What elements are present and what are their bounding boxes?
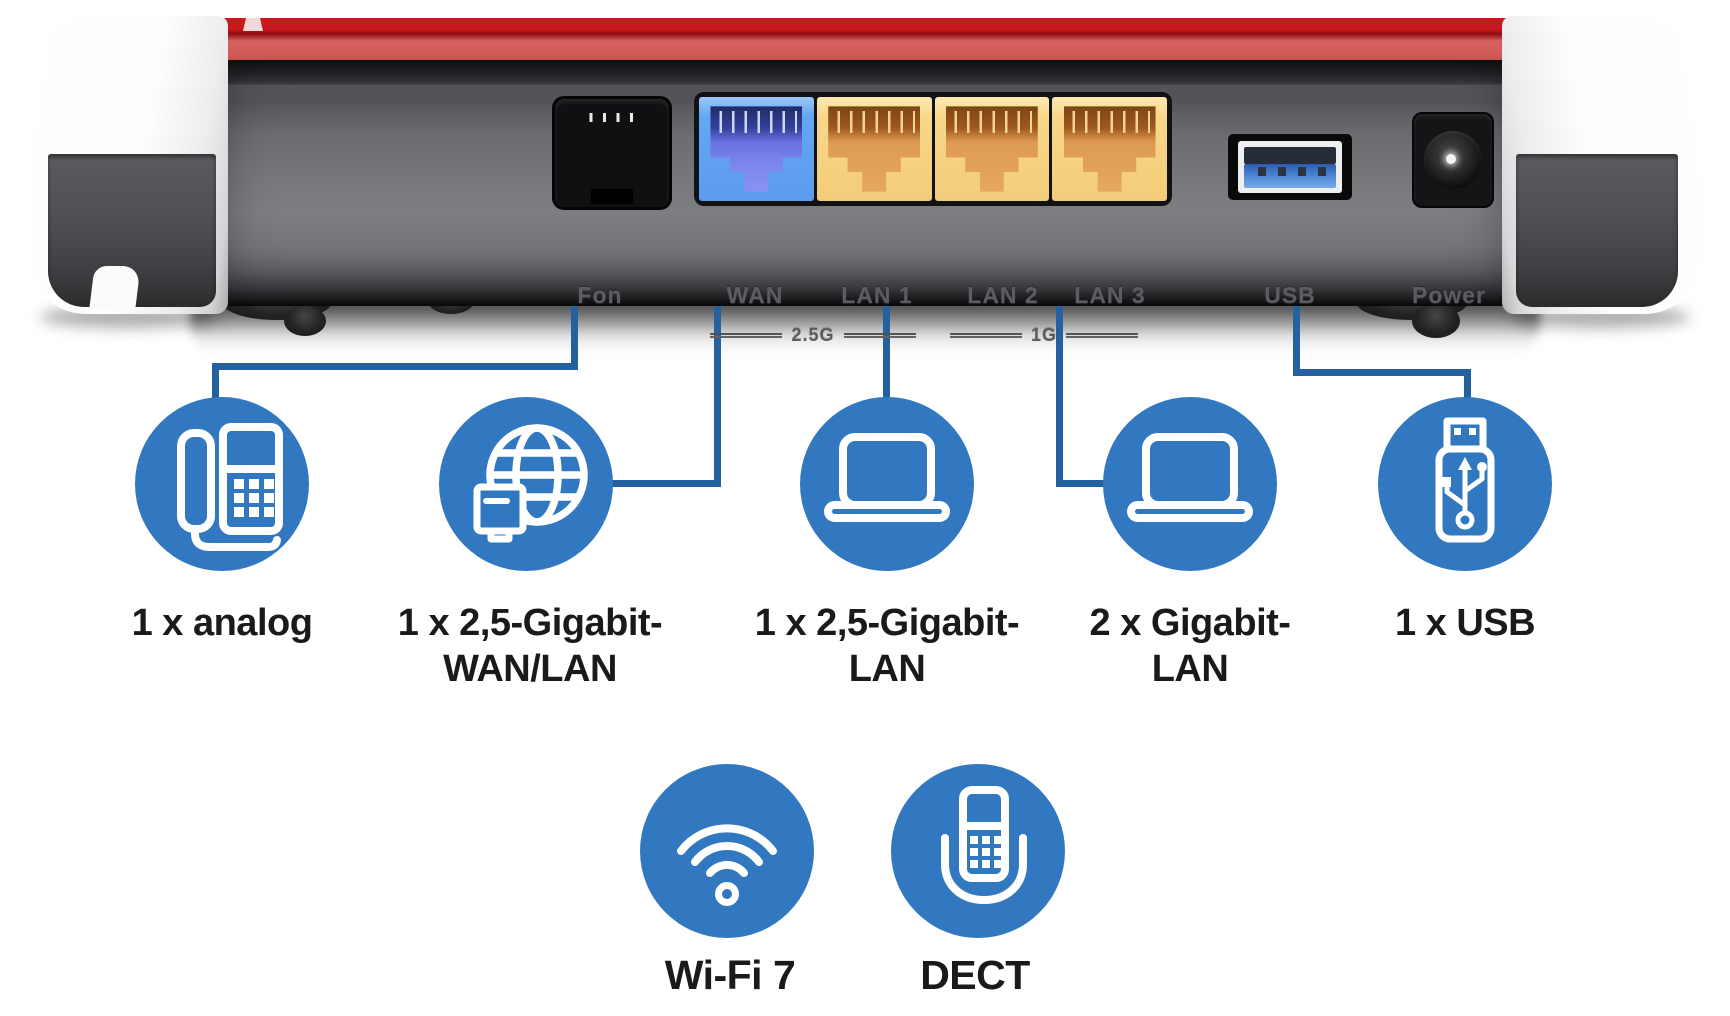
wan-lan-port-strip — [694, 92, 1172, 206]
speed-mark-dash — [950, 333, 1022, 338]
connector-line-lan23 — [1056, 294, 1063, 487]
wifi-callout — [640, 764, 814, 938]
power-port — [1412, 112, 1494, 208]
callout-label-usb: 1 x USB — [1394, 602, 1536, 644]
lan-laptop-callout — [800, 397, 974, 571]
callout-label-25g-lan: 1 x 2,5-Gigabit- LAN — [754, 602, 1020, 690]
lan3-port — [1052, 97, 1167, 201]
lan1-port — [816, 97, 932, 201]
laptop-icon — [824, 433, 950, 522]
connector-line-lan23 — [1056, 480, 1112, 487]
wan-internet-callout — [439, 397, 613, 571]
router-left-cap-notch — [89, 266, 141, 308]
connector-line-usb — [1293, 369, 1471, 376]
callout-label-gigabit-lan: 2 x Gigabit- LAN — [1089, 602, 1291, 690]
router-foot — [284, 306, 326, 336]
usb-port-label: USB — [1264, 282, 1316, 308]
speed-mark-dash — [843, 333, 916, 338]
lan2-port-label: LAN 2 — [967, 282, 1039, 308]
dect-handset-icon — [941, 786, 1027, 904]
speed-mark-2-5g: 2.5G — [710, 325, 916, 346]
connector-line-wan — [714, 294, 721, 487]
power-port-label: Power — [1411, 282, 1487, 308]
fon-port-pins — [589, 113, 635, 122]
dect-callout — [891, 764, 1065, 938]
callout-label-wifi: Wi-Fi 7 — [664, 952, 796, 998]
router-red-seam — [243, 18, 263, 31]
speed-mark-dash — [1066, 333, 1139, 338]
router-right-cap-inset — [1516, 154, 1678, 307]
laptop-icon — [1127, 433, 1253, 522]
callout-label-dect: DECT — [920, 952, 1030, 998]
speed-mark-dash — [710, 333, 783, 338]
fon-port — [552, 96, 672, 210]
lan2-port — [934, 97, 1050, 201]
speed-mark-1g: 1G — [950, 325, 1139, 346]
callout-label-wan: 1 x 2,5-Gigabit- WAN/LAN — [397, 602, 663, 690]
lan3-port-label: LAN 3 — [1074, 282, 1146, 308]
connector-line-wan — [608, 480, 721, 487]
analog-phone-callout — [135, 397, 309, 571]
lan1-port-label: LAN 1 — [841, 282, 913, 308]
usb-stick-callout — [1378, 397, 1552, 571]
connector-line-usb — [1464, 369, 1471, 403]
wifi-icon — [677, 824, 777, 906]
connector-line-fon — [212, 363, 219, 401]
router-rear-body: Fon WAN LAN 1 LAN 2 LAN 3 USB Power 2.5G… — [202, 60, 1528, 345]
fon-port-slot — [591, 189, 633, 204]
router-red-top — [175, 18, 1555, 68]
connector-line-lan1 — [883, 294, 890, 402]
analog-phone-icon — [177, 423, 283, 551]
usb-stick-icon — [1435, 417, 1495, 543]
internet-globe-icon — [473, 424, 588, 543]
connector-line-fon — [571, 294, 578, 370]
lan-laptop-callout — [1103, 397, 1277, 571]
router-floor-shadow — [190, 298, 1540, 354]
callout-label-analog: 1 x analog — [131, 602, 313, 644]
router-foot — [1412, 304, 1460, 338]
wan-port-label: WAN — [726, 282, 784, 308]
connector-line-fon — [212, 363, 578, 370]
connector-line-usb — [1293, 294, 1300, 376]
usb-port — [1228, 134, 1352, 200]
fon-port-label: Fon — [577, 282, 623, 308]
wan-port — [699, 97, 814, 201]
